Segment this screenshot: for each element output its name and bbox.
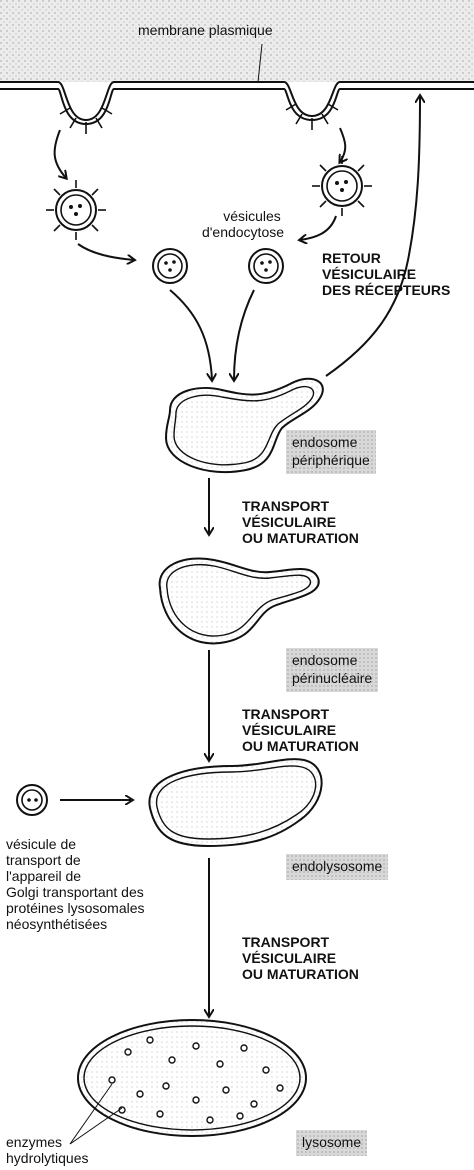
lysosome-label: lysosome: [296, 1130, 367, 1156]
transport-1-line-3: OU MATURATION: [242, 530, 359, 546]
return-label-line-3: DES RÉCEPTEURS: [322, 282, 450, 298]
plasma-membrane: [0, 82, 474, 124]
endosome-perinuclear-label: endosome périnucléaire: [286, 648, 378, 692]
arrow-vesicle-right-to-endosome: [234, 290, 254, 380]
enzymes-label-line-1: enzymes: [6, 1134, 89, 1150]
transport-label-3: TRANSPORT VÉSICULAIRE OU MATURATION: [242, 934, 359, 982]
endosome-peripheral-line-2: périphérique: [292, 452, 370, 468]
endosome-perinuclear-line-2: périnucléaire: [292, 670, 372, 686]
endolysosome-text: endolysosome: [292, 858, 382, 874]
endolysosome-shape: [149, 759, 321, 846]
vesicles-label-line-1: vésicules: [212, 208, 292, 224]
arrow-receptor-recycling: [326, 96, 420, 376]
vesicles-label-line-2: d'endocytose: [194, 224, 292, 240]
return-label: RETOUR VÉSICULAIRE DES RÉCEPTEURS: [322, 250, 450, 298]
vesicles-label: vésicules d'endocytose: [212, 208, 292, 240]
lysosome-text: lysosome: [302, 1134, 361, 1150]
arrow-pit-left: [55, 130, 66, 178]
transport-1-line-1: TRANSPORT: [242, 498, 359, 514]
golgi-label-line-3: l'appareil de: [6, 868, 145, 884]
golgi-label-line-5: protéines lysosomales: [6, 900, 145, 916]
endocytic-vesicle-left: [153, 249, 187, 283]
coated-vesicle-left: [46, 180, 106, 240]
transport-2-line-1: TRANSPORT: [242, 706, 359, 722]
golgi-label-line-4: Golgi transportant des: [6, 884, 145, 900]
endocytic-vesicle-right: [249, 249, 283, 283]
arrow-to-vesicle-left: [78, 244, 134, 260]
transport-label-2: TRANSPORT VÉSICULAIRE OU MATURATION: [242, 706, 359, 754]
golgi-transport-vesicle: [17, 785, 47, 815]
golgi-label-line-6: néosynthétisées: [6, 916, 145, 932]
membrane-label: membrane plasmique: [138, 22, 273, 38]
golgi-label-line-2: transport de: [6, 852, 145, 868]
transport-3-line-3: OU MATURATION: [242, 966, 359, 982]
enzymes-label: enzymes hydrolytiques: [6, 1134, 89, 1166]
return-label-line-2: VÉSICULAIRE: [322, 266, 450, 282]
golgi-label-line-1: vésicule de: [6, 836, 145, 852]
arrow-vesicle-left-to-endosome: [170, 290, 212, 380]
transport-2-line-3: OU MATURATION: [242, 738, 359, 754]
endolysosome-label: endolysosome: [286, 854, 388, 880]
transport-2-line-2: VÉSICULAIRE: [242, 722, 359, 738]
extracellular-space: [0, 0, 474, 82]
coated-vesicle-right: [312, 156, 372, 216]
arrow-to-vesicle-right: [300, 216, 336, 240]
transport-3-line-1: TRANSPORT: [242, 934, 359, 950]
golgi-vesicle-label: vésicule de transport de l'appareil de G…: [6, 836, 145, 932]
transport-3-line-2: VÉSICULAIRE: [242, 950, 359, 966]
endosome-peripheral-line-1: endosome: [292, 434, 357, 450]
transport-1-line-2: VÉSICULAIRE: [242, 514, 359, 530]
return-label-line-1: RETOUR: [322, 250, 450, 266]
endosome-peripheral-label: endosome périphérique: [286, 430, 376, 474]
endosome-perinuclear-line-1: endosome: [292, 652, 357, 668]
endosome-perinuclear-shape: [160, 558, 319, 643]
enzymes-label-line-2: hydrolytiques: [6, 1150, 89, 1166]
transport-label-1: TRANSPORT VÉSICULAIRE OU MATURATION: [242, 498, 359, 546]
